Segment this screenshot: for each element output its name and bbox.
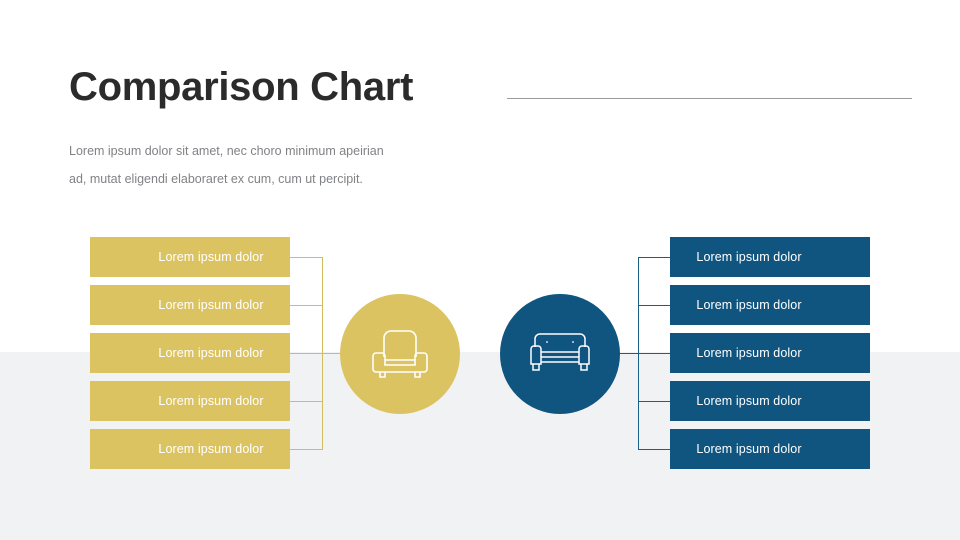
left-category-circle[interactable] <box>340 294 460 414</box>
page-subtitle: Lorem ipsum dolor sit amet, nec choro mi… <box>69 137 459 193</box>
left-item-5[interactable]: Lorem ipsum dolor <box>90 429 290 469</box>
left-item-3-label: Lorem ipsum dolor <box>158 346 264 360</box>
left-item-4-label: Lorem ipsum dolor <box>158 394 264 408</box>
left-item-1-label: Lorem ipsum dolor <box>158 250 264 264</box>
left-connector-to-circle <box>322 353 352 354</box>
right-connector-stub-1 <box>638 257 671 258</box>
left-item-3[interactable]: Lorem ipsum dolor <box>90 333 290 373</box>
left-connector-stub-4 <box>290 401 323 402</box>
right-item-5-label: Lorem ipsum dolor <box>696 442 802 456</box>
left-item-1[interactable]: Lorem ipsum dolor <box>90 237 290 277</box>
left-connector-stub-3 <box>290 353 323 354</box>
right-connector-stub-4 <box>638 401 671 402</box>
right-item-1-label: Lorem ipsum dolor <box>696 250 802 264</box>
right-item-2-label: Lorem ipsum dolor <box>696 298 802 312</box>
right-item-3-label: Lorem ipsum dolor <box>696 346 802 360</box>
left-item-2[interactable]: Lorem ipsum dolor <box>90 285 290 325</box>
right-connector-stub-3 <box>638 353 671 354</box>
right-item-2[interactable]: Lorem ipsum dolor <box>670 285 870 325</box>
right-category-circle[interactable] <box>500 294 620 414</box>
sofa-icon <box>529 331 591 377</box>
right-connector-to-circle <box>608 353 639 354</box>
right-item-5[interactable]: Lorem ipsum dolor <box>670 429 870 469</box>
left-item-5-label: Lorem ipsum dolor <box>158 442 264 456</box>
subtitle-line-1: Lorem ipsum dolor sit amet, nec choro mi… <box>69 144 384 158</box>
left-item-4[interactable]: Lorem ipsum dolor <box>90 381 290 421</box>
right-item-3[interactable]: Lorem ipsum dolor <box>670 333 870 373</box>
page-title: Comparison Chart <box>69 65 414 109</box>
right-item-4[interactable]: Lorem ipsum dolor <box>670 381 870 421</box>
right-connector-stub-2 <box>638 305 671 306</box>
left-connector-stub-1 <box>290 257 323 258</box>
left-connector-stub-2 <box>290 305 323 306</box>
header-divider <box>507 98 912 99</box>
right-item-4-label: Lorem ipsum dolor <box>696 394 802 408</box>
right-item-1[interactable]: Lorem ipsum dolor <box>670 237 870 277</box>
armchair-icon <box>371 327 429 381</box>
left-connector-stub-5 <box>290 449 323 450</box>
subtitle-line-2: ad, mutat eligendi elaboraret ex cum, cu… <box>69 172 363 186</box>
left-item-2-label: Lorem ipsum dolor <box>158 298 264 312</box>
right-connector-stub-5 <box>638 449 671 450</box>
